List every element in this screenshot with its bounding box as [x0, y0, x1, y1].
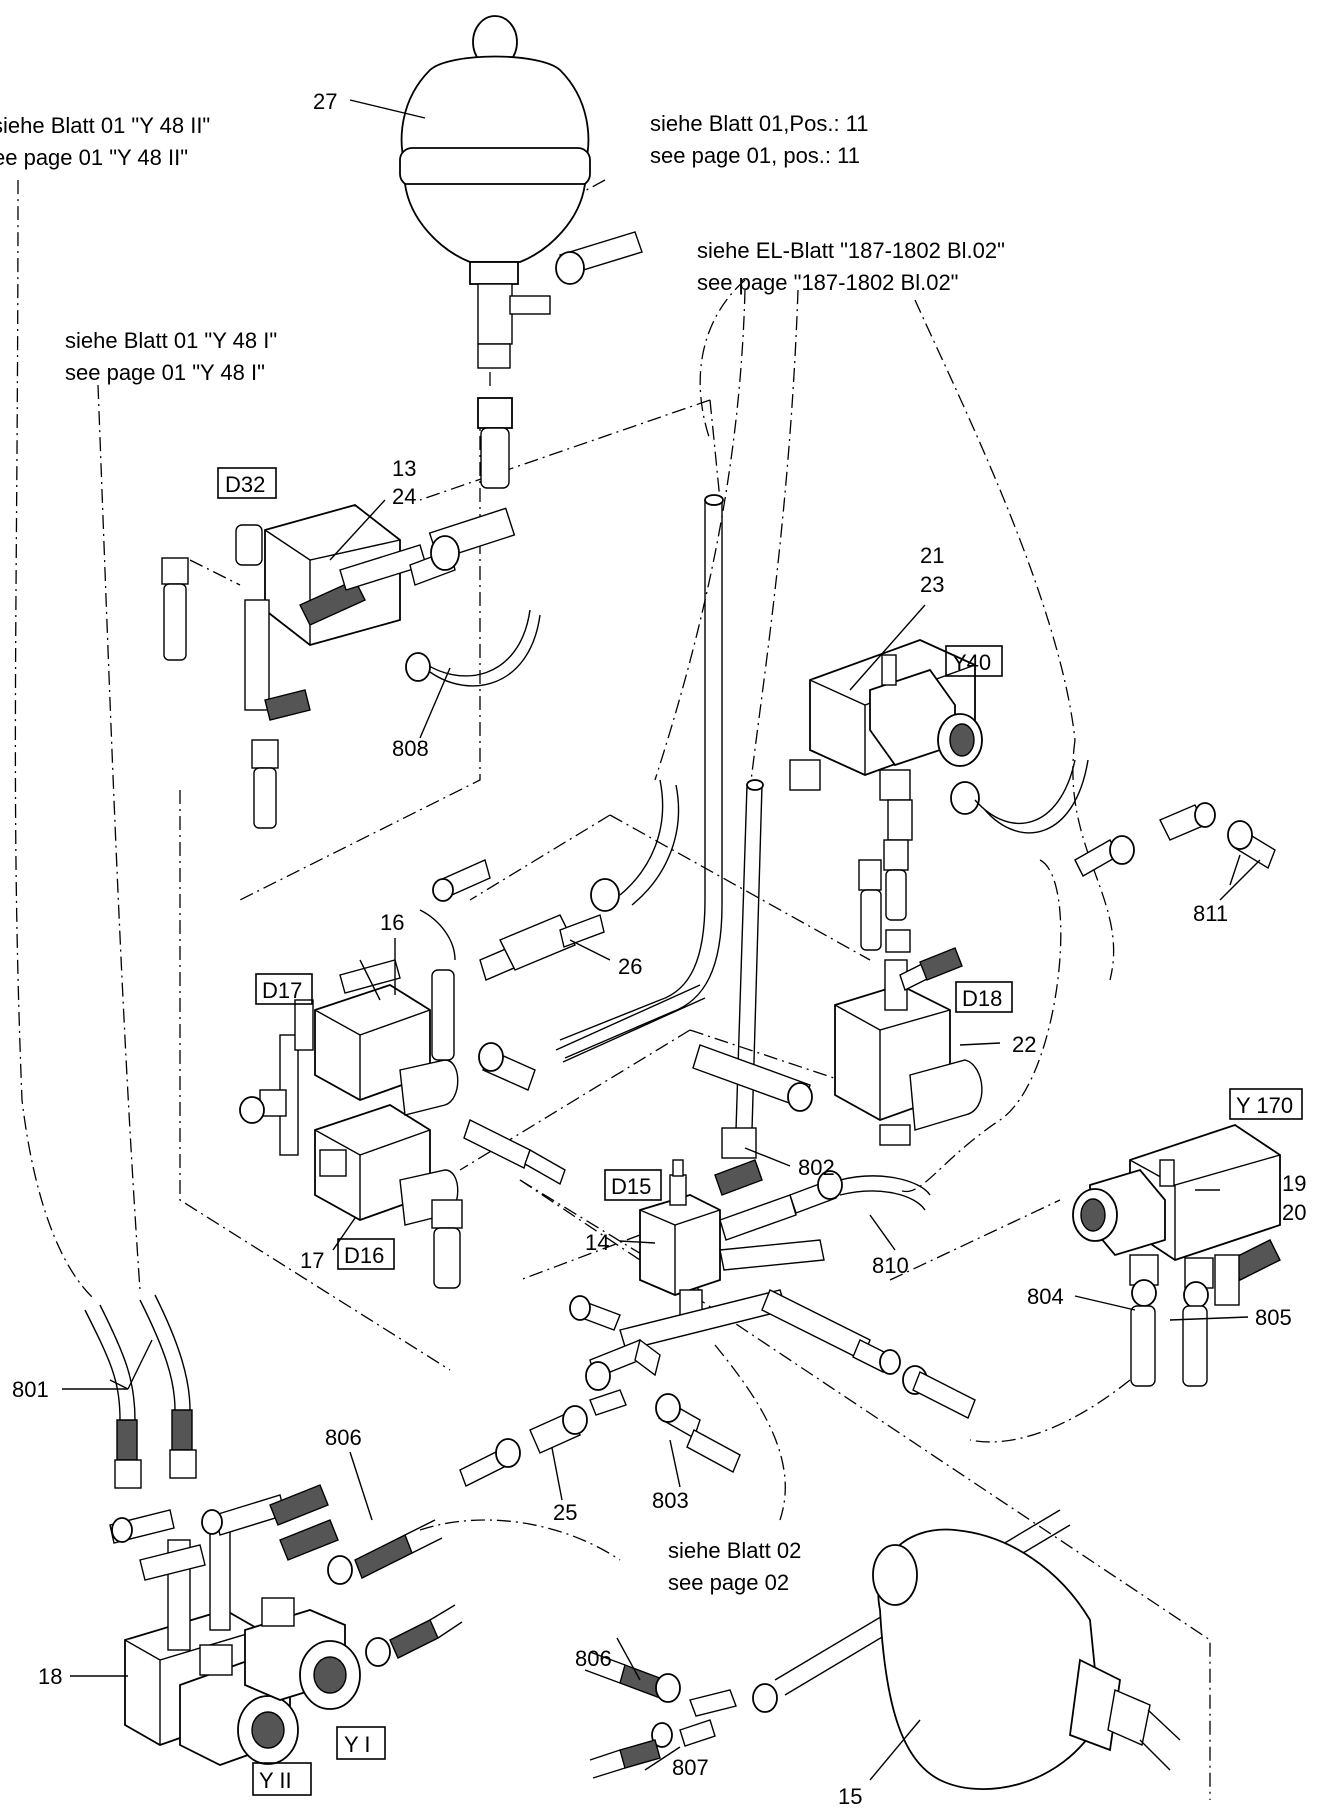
part-23: 23 — [920, 572, 944, 597]
label-d17: D17 — [262, 978, 302, 1003]
annotations: siehe Blatt 01 "Y 48 II" see page 01 "Y … — [0, 111, 1005, 1595]
part-17: 17 — [300, 1248, 324, 1273]
annotation-el-de: siehe EL-Blatt "187-1802 Bl.02" — [697, 238, 1005, 263]
part-15: 15 — [838, 1784, 862, 1809]
part-numbers: 27 13 24 21 23 808 16 26 811 22 802 19 2… — [12, 89, 1306, 1809]
label-y40: Y40 — [952, 650, 991, 675]
fittings-25-803 — [459, 1389, 741, 1487]
annotation-y48ii-de: siehe Blatt 01 "Y 48 II" — [0, 113, 210, 138]
solenoid-valve-y170 — [1072, 1124, 1281, 1387]
valve-block-d17-d16 — [239, 859, 706, 1289]
annotation-y48ii-en: see page 01 "Y 48 II" — [0, 145, 188, 170]
label-d16: D16 — [344, 1243, 384, 1268]
part-801: 801 — [12, 1377, 49, 1402]
part-22: 22 — [1012, 1032, 1036, 1057]
part-25: 25 — [553, 1500, 577, 1525]
label-d32: D32 — [225, 472, 265, 497]
part-24: 24 — [392, 484, 416, 509]
annotation-blatt02-de: siehe Blatt 02 — [668, 1538, 801, 1563]
label-yii: Y II — [259, 1768, 292, 1793]
label-d15: D15 — [611, 1174, 651, 1199]
boxed-labels: D32 Y40 D17 D18 Y 170 D15 D16 Y I Y II — [217, 467, 1303, 1796]
label-y170: Y 170 — [1236, 1093, 1293, 1118]
part-14: 14 — [585, 1230, 609, 1255]
part-806-upper: 806 — [325, 1425, 362, 1450]
part-808: 808 — [392, 736, 429, 761]
annotation-el-en: see page "187-1802 Bl.02" — [697, 270, 959, 295]
part-802: 802 — [798, 1155, 835, 1180]
accumulator-27 — [399, 15, 591, 489]
part-20: 20 — [1282, 1200, 1306, 1225]
part-807: 807 — [672, 1755, 709, 1780]
pipe-pos11 — [555, 231, 643, 285]
label-yi: Y I — [344, 1732, 371, 1757]
accumulator-15 — [872, 1528, 1181, 1790]
valve-block-d32 — [161, 504, 541, 829]
valve-block-d15 — [569, 1159, 976, 1419]
annotation-y48i-en: see page 01 "Y 48 I" — [65, 360, 265, 385]
part-19: 19 — [1282, 1171, 1306, 1196]
part-21: 21 — [920, 543, 944, 568]
leader-lines — [62, 99, 1261, 1781]
annotation-y48i-de: siehe Blatt 01 "Y 48 I" — [65, 328, 277, 353]
valve-block-d18 — [692, 947, 983, 1146]
part-27: 27 — [313, 89, 337, 114]
annotation-blatt02-en: see page 02 — [668, 1570, 789, 1595]
part-16: 16 — [380, 910, 404, 935]
part-810: 810 — [872, 1253, 909, 1278]
part-26: 26 — [618, 954, 642, 979]
hoses-801-806 — [84, 1294, 1071, 1779]
part-805: 805 — [1255, 1305, 1292, 1330]
label-d18: D18 — [962, 986, 1002, 1011]
part-18: 18 — [38, 1664, 62, 1689]
fittings-811 — [1074, 802, 1276, 877]
annotation-pos11-en: see page 01, pos.: 11 — [650, 143, 860, 168]
part-804: 804 — [1027, 1284, 1064, 1309]
annotation-pos11-de: siehe Blatt 01,Pos.: 11 — [650, 111, 869, 136]
valve-block-18 — [109, 1484, 361, 1766]
part-13: 13 — [392, 456, 416, 481]
part-806-lower: 806 — [575, 1646, 612, 1671]
solenoid-valve-y40 — [789, 639, 1089, 953]
part-803: 803 — [652, 1488, 689, 1513]
part-811: 811 — [1193, 901, 1228, 926]
